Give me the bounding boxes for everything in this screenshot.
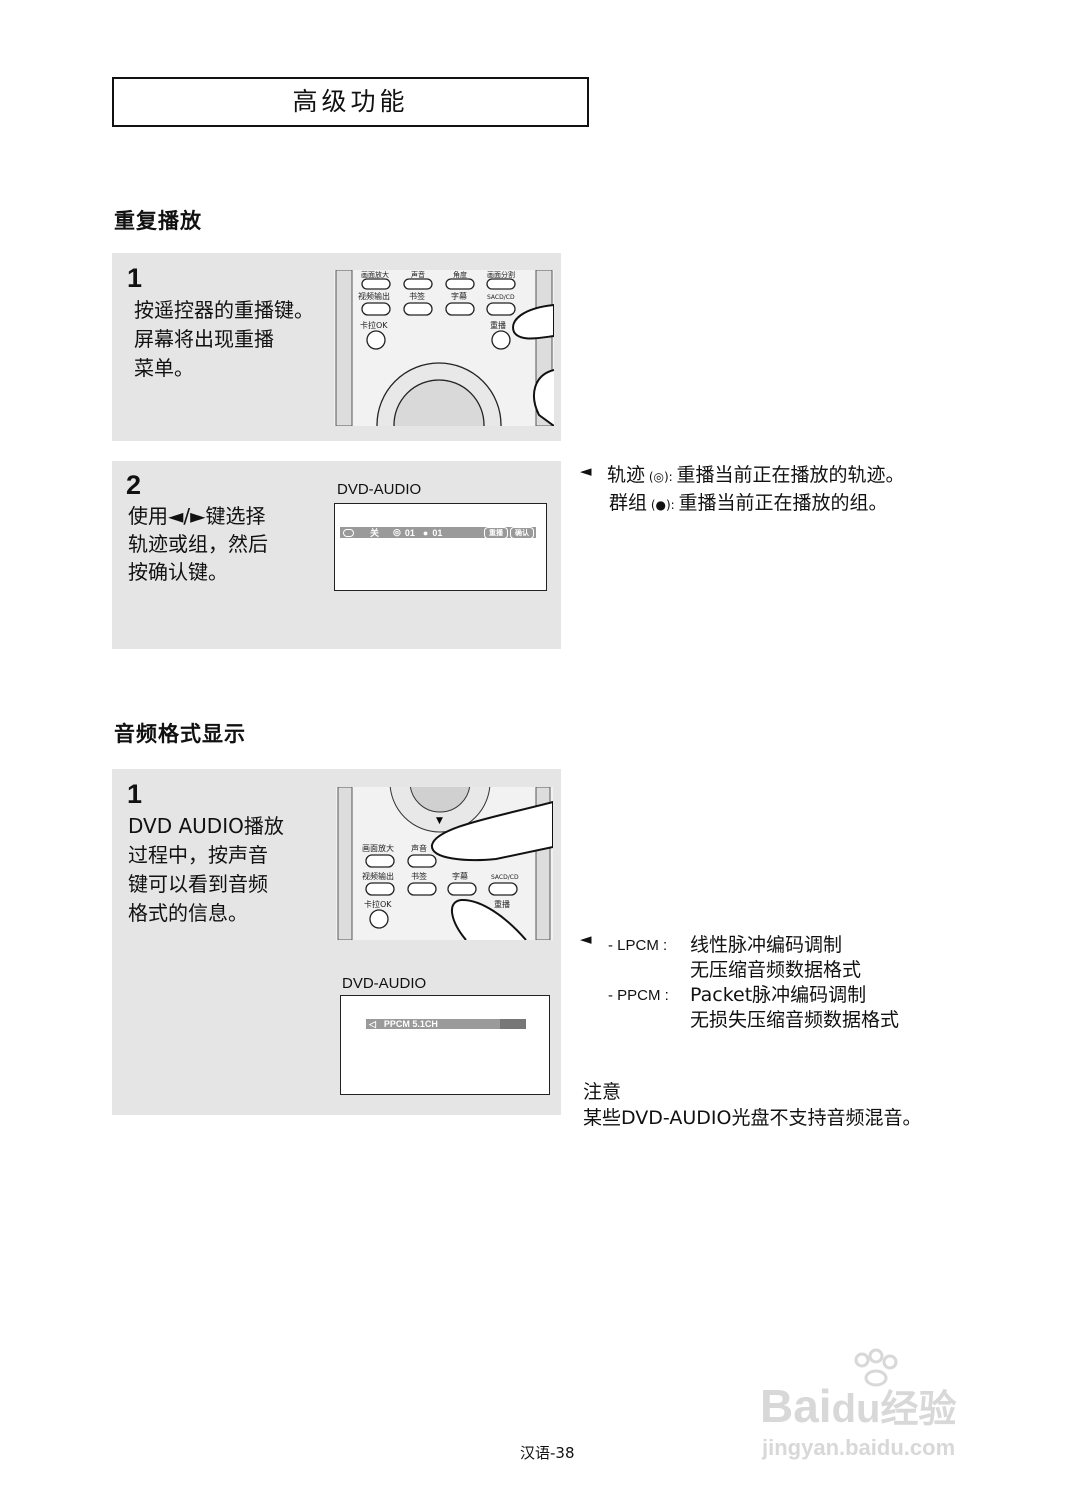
remote-control-illustration: 画面放大 声音 角度 画面分割 视频输出 书签 字幕 SACD/CD 卡拉OK … bbox=[334, 270, 554, 426]
step-line: 过程中，按声音 bbox=[128, 843, 268, 867]
step-line: 屏幕将出现重播 bbox=[134, 327, 274, 351]
button-label: 角度 bbox=[453, 270, 467, 279]
button-label: 声音 bbox=[411, 843, 427, 853]
step-line: 键可以看到音频 bbox=[128, 872, 268, 896]
section-heading-repeat: 重复播放 bbox=[114, 209, 202, 233]
format-desc: 无损失压缩音频数据格式 bbox=[690, 1009, 900, 1031]
repeat-osd-button: 重播 bbox=[484, 526, 508, 539]
caution-title: 注意 bbox=[583, 1081, 622, 1103]
button-label: 卡拉OK bbox=[364, 899, 392, 909]
remote-control-illustration: ▼ 画面放大 声音 视频输出 书签 字幕 SACD/CD 卡拉OK 重播 bbox=[336, 787, 553, 940]
track-icon: (◎): bbox=[645, 470, 677, 484]
page-number: 汉语-38 bbox=[520, 1444, 575, 1462]
audio-format-osd-bar: ◁ PPCM 5.1CH bbox=[366, 1019, 526, 1029]
button-label: 画面放大 bbox=[361, 270, 389, 279]
repeat-step-1-panel: 1 按遥控器的重播键。 屏幕将出现重播 菜单。 画面放大 声音 角度 画面分割 … bbox=[112, 253, 561, 441]
step-line: 格式的信息。 bbox=[128, 901, 248, 925]
ok-osd-button: 确认 bbox=[510, 526, 534, 539]
page-title: 高级功能 bbox=[112, 77, 589, 127]
group-number: 01 bbox=[432, 527, 443, 538]
osd-screen: 关 ◎ 01 ● 01 重播 确认 bbox=[334, 503, 547, 591]
arrow-bullet-icon: ◄ bbox=[580, 930, 592, 948]
button-label: 画面分割 bbox=[487, 270, 515, 279]
speaker-icon: ◁ bbox=[369, 1018, 376, 1029]
track-icon: ◎ bbox=[393, 527, 401, 537]
osd-screen: ◁ PPCM 5.1CH bbox=[340, 995, 550, 1095]
step-number: 1 bbox=[127, 263, 143, 293]
track-number: 01 bbox=[404, 527, 415, 538]
button-label: 重播 bbox=[490, 320, 506, 330]
step-line: 轨迹或组，然后 bbox=[128, 532, 268, 556]
repeat-notes: 轨迹 (◎): 重播当前正在播放的轨迹。 群组 (●): 重播当前正在播放的组。 bbox=[607, 462, 905, 518]
group-icon: ● bbox=[422, 527, 429, 538]
format-desc: 线性脉冲编码调制 bbox=[690, 934, 843, 956]
step-number: 2 bbox=[126, 470, 142, 500]
step-line: 使用◄/►键选择 bbox=[128, 504, 266, 528]
step-line: 菜单。 bbox=[134, 356, 194, 380]
button-label: 重播 bbox=[494, 899, 510, 909]
button-label: 书签 bbox=[411, 871, 427, 881]
step-line: 按遥控器的重播键。 bbox=[134, 298, 314, 322]
repeat-icon bbox=[343, 528, 354, 537]
button-label: 书签 bbox=[409, 291, 425, 301]
format-code: - PPCM : bbox=[608, 987, 669, 1004]
note-term: 轨迹 bbox=[607, 464, 646, 486]
group-icon: (●): bbox=[647, 498, 679, 512]
button-label: 卡拉OK bbox=[360, 320, 388, 330]
screen-label: DVD-AUDIO bbox=[337, 481, 422, 498]
step-text: DVD AUDIO播放 过程中，按声音 键可以看到音频 格式的信息。 bbox=[128, 812, 284, 928]
watermark-url: jingyan.baidu.com bbox=[762, 1435, 956, 1460]
watermark-logo: Baidu经验 bbox=[760, 1380, 957, 1432]
button-label: 视频输出 bbox=[358, 291, 390, 301]
audio-format-value: PPCM 5.1CH bbox=[383, 1019, 438, 1029]
step-text: 使用◄/►键选择 轨迹或组，然后 按确认键。 bbox=[128, 502, 268, 586]
note-desc: 重播当前正在播放的轨迹。 bbox=[676, 464, 905, 486]
button-label: 声音 bbox=[411, 270, 425, 279]
format-desc: Packet脉冲编码调制 bbox=[690, 984, 867, 1006]
note-term: 群组 bbox=[609, 492, 648, 514]
step-number: 1 bbox=[127, 779, 143, 809]
button-label: 视频输出 bbox=[362, 871, 394, 881]
screen-label: DVD-AUDIO bbox=[342, 975, 427, 992]
step-text: 按遥控器的重播键。 屏幕将出现重播 菜单。 bbox=[134, 296, 314, 383]
button-label: 画面放大 bbox=[362, 843, 394, 853]
button-label: 字幕 bbox=[452, 871, 468, 881]
format-code: - LPCM : bbox=[608, 937, 668, 954]
arrow-bullet-icon: ◄ bbox=[580, 462, 592, 480]
note-line: 群组 (●): 重播当前正在播放的组。 bbox=[609, 490, 905, 518]
repeat-step-2-panel: 2 使用◄/►键选择 轨迹或组，然后 按确认键。 DVD-AUDIO 关 ◎ 0… bbox=[112, 461, 561, 649]
button-label: SACD/CD bbox=[487, 294, 515, 301]
button-label: 字幕 bbox=[451, 291, 467, 301]
down-arrow-icon: ▼ bbox=[436, 816, 443, 826]
step-line: 按确认键。 bbox=[128, 560, 228, 584]
button-label: SACD/CD bbox=[491, 874, 519, 881]
repeat-off-label: 关 bbox=[370, 528, 380, 538]
caution-text: 某些DVD-AUDIO光盘不支持音频混音。 bbox=[583, 1107, 922, 1129]
section-heading-audio: 音频格式显示 bbox=[114, 722, 246, 746]
note-line: 轨迹 (◎): 重播当前正在播放的轨迹。 bbox=[607, 462, 905, 490]
repeat-osd-bar: 关 ◎ 01 ● 01 重播 确认 bbox=[340, 526, 536, 539]
format-desc: 无压缩音频数据格式 bbox=[690, 959, 862, 981]
step-line: DVD AUDIO播放 bbox=[128, 814, 284, 838]
note-desc: 重播当前正在播放的组。 bbox=[678, 492, 888, 514]
audio-step-1-panel: 1 DVD AUDIO播放 过程中，按声音 键可以看到音频 格式的信息。 ▼ 画… bbox=[112, 769, 561, 1115]
paw-icon bbox=[854, 1348, 898, 1387]
osd-bar-end bbox=[500, 1019, 526, 1029]
